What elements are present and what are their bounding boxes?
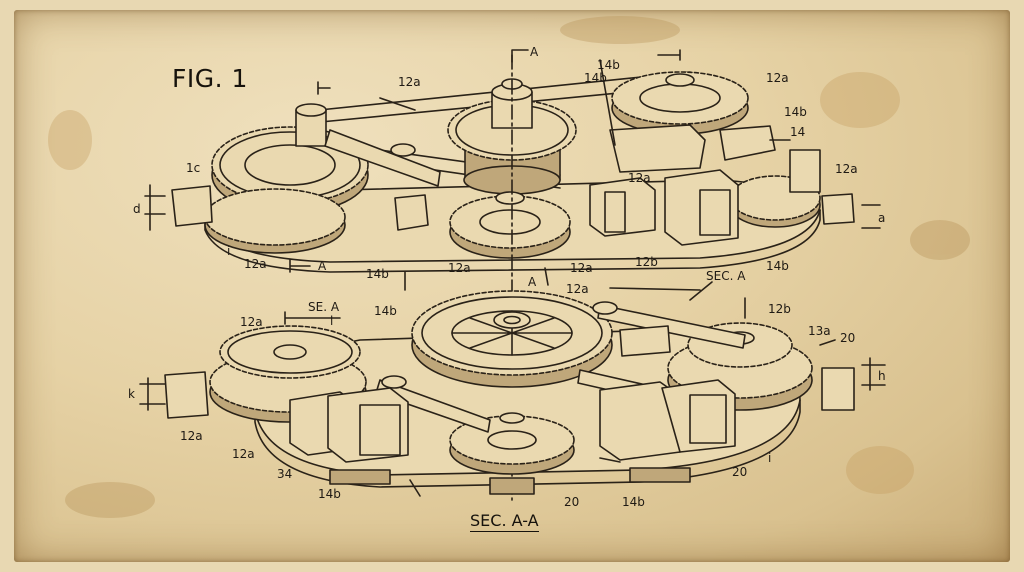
label-12a-midright: 12a — [628, 171, 651, 185]
label-d-left: d — [133, 202, 141, 216]
label-12a-lowest-left2: 12a — [232, 447, 255, 461]
label-12a-right: 12a — [835, 162, 858, 176]
lower-blocks — [164, 325, 855, 463]
label-12a-leftbottom: 12a — [244, 257, 267, 271]
label-h-right: h — [878, 369, 886, 383]
label-34: 34 — [277, 467, 293, 481]
label-a-top: A — [530, 45, 539, 59]
paper-stains — [48, 16, 970, 518]
lower-leaders — [139, 281, 886, 497]
label-i-bottom-right: i — [768, 451, 772, 465]
lower-foot-left — [329, 469, 391, 485]
label-a-left-bottom: A — [318, 259, 327, 273]
label-20-bottom: 20 — [564, 495, 580, 509]
lower-assembly — [164, 290, 855, 495]
label-l-lower: l — [330, 314, 334, 328]
label-14-right: 14 — [790, 125, 806, 139]
lower-foot-center — [489, 477, 535, 495]
label-sec-a-upper: SEC. A — [706, 269, 746, 283]
upper-link-arm — [324, 129, 441, 187]
label-12a-lowest-left: 12a — [180, 429, 203, 443]
label-a-right-small: a — [878, 211, 886, 225]
upper-gear-center-lower — [449, 191, 571, 259]
figure-title: FIG. 1 — [172, 64, 248, 93]
label-12a-lower-top: 12a — [566, 282, 589, 296]
label-20-bottom-right: 20 — [732, 465, 748, 479]
lower-foot-right — [629, 467, 691, 483]
label-12a-topright: 12a — [766, 71, 789, 85]
upper-gear-left-lower — [204, 188, 346, 254]
lower-link-arm-left — [375, 379, 491, 433]
label-14b-midleft: 14b — [366, 267, 389, 281]
label-14b-right: 14b — [784, 105, 807, 119]
label-12a-mid: 12a — [448, 261, 471, 275]
label-1c: 1c — [186, 161, 201, 175]
label-12a-mid2: 12a — [570, 261, 593, 275]
label-20-right: 20 — [840, 331, 856, 345]
upper-blocks — [171, 124, 855, 246]
label-13a-lower: 13a — [808, 324, 831, 338]
label-sec-a-lower: SE. A — [308, 300, 340, 314]
label-12b-lower: 12b — [768, 302, 791, 316]
label-12a-top: 12a — [398, 75, 421, 89]
label-12a-lower-left: 12a — [240, 315, 263, 329]
label-14b-midright: 14b — [766, 259, 789, 273]
lower-gear-bottom — [449, 412, 575, 475]
label-14b-top2: 14b — [584, 71, 607, 85]
label-i-left: i — [227, 244, 231, 258]
label-14b-top1: 14b — [597, 58, 620, 72]
label-a-center: A — [528, 275, 537, 289]
label-14b-bottom2: 14b — [622, 495, 645, 509]
lower-gear-center — [411, 290, 613, 388]
label-k-left: k — [128, 387, 135, 401]
upper-assembly — [171, 71, 855, 273]
label-14b-bottom: 14b — [318, 487, 341, 501]
upper-gear-right — [611, 71, 749, 135]
label-12b-mid: 12b — [635, 255, 658, 269]
section-caption: SEC. A-A — [470, 511, 539, 532]
upper-leaders — [144, 49, 881, 291]
label-14b-lower: 14b — [374, 304, 397, 318]
